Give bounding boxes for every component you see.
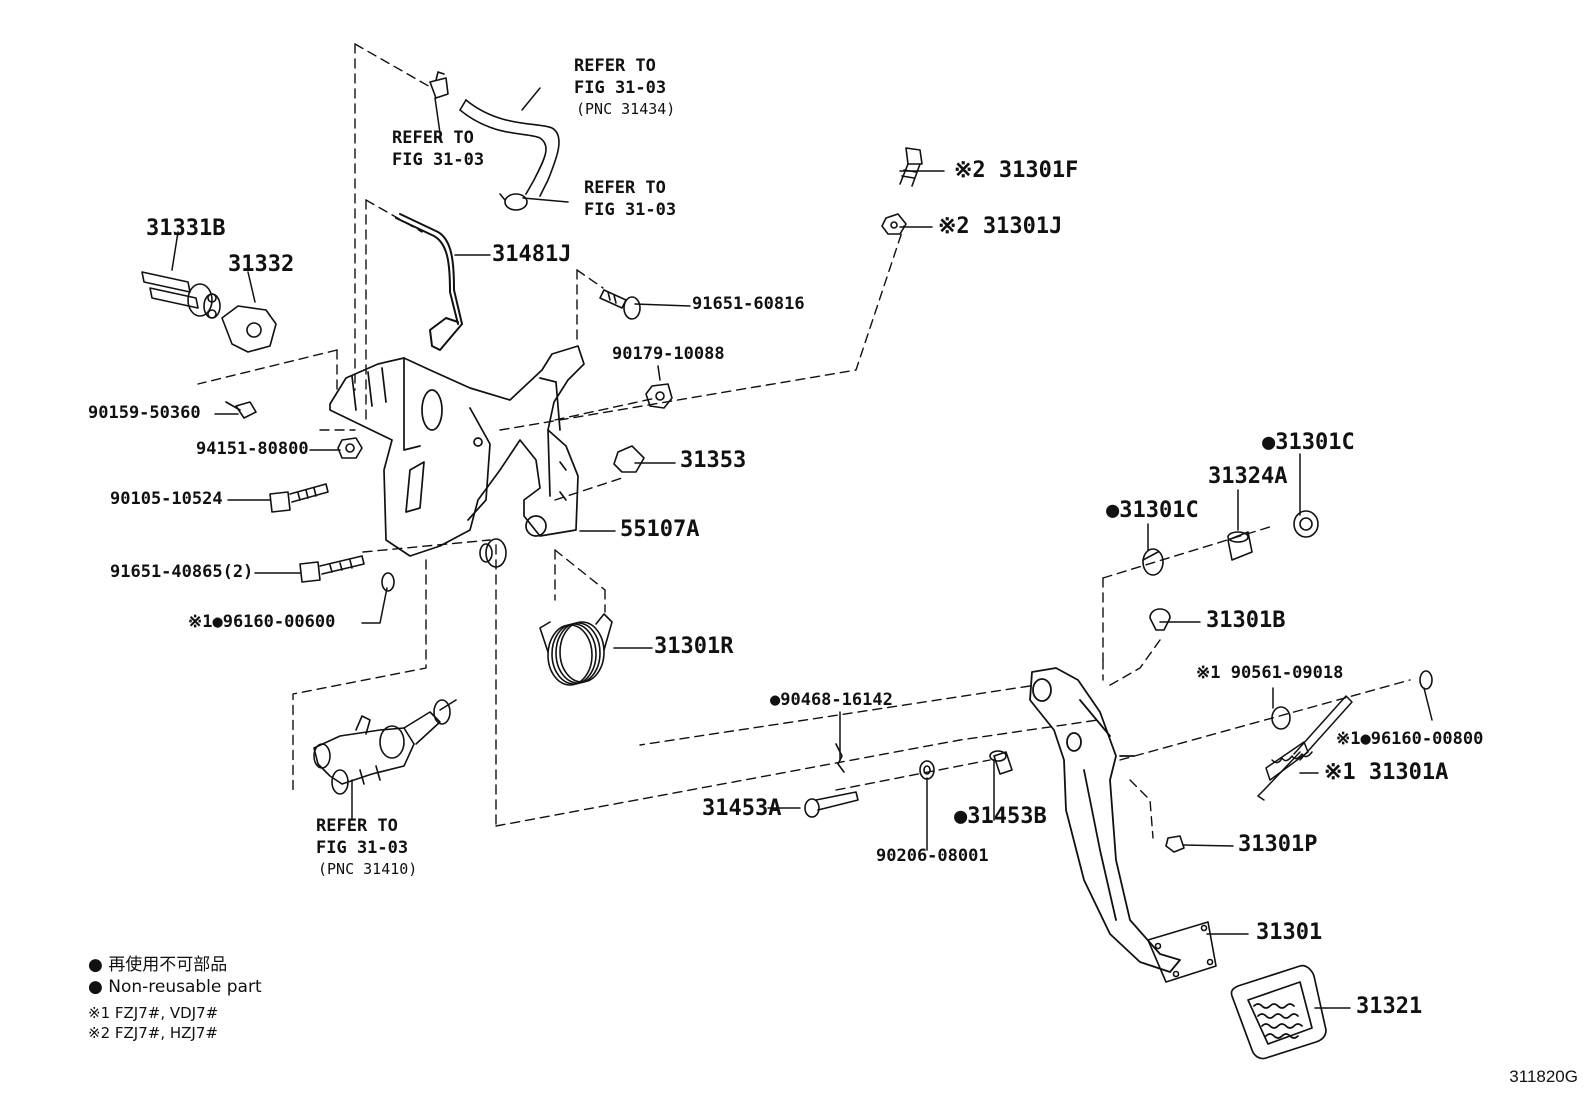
clevis-pin-31453A xyxy=(804,791,859,818)
clip-31353 xyxy=(613,445,645,473)
legend-line-1: ● 再使用不可部品 xyxy=(88,955,228,975)
label-31301A: ※1 31301A xyxy=(1324,760,1449,785)
nut-94151 xyxy=(337,437,363,459)
bushing-31301C-left xyxy=(1142,548,1164,576)
label-31332: 31332 xyxy=(228,252,295,277)
bolt-91651-40865 xyxy=(299,555,365,583)
refer-1-line-2: FIG 31-03 xyxy=(574,78,667,98)
label-96160-00600: ※1●96160-00600 xyxy=(188,612,336,632)
label-90561-09018: ※1 90561-09018 xyxy=(1196,663,1344,683)
label-31301B: 31301B xyxy=(1206,608,1286,633)
label-31301F: ※2 31301F xyxy=(954,158,1079,183)
bushing-90561 xyxy=(1271,706,1291,730)
label-31453A: 31453A xyxy=(702,796,782,821)
leader-lines xyxy=(171,87,1433,1009)
bolt-31301F xyxy=(899,147,923,187)
refer-4-line-1: REFER TO xyxy=(316,816,398,836)
washer-90206 xyxy=(919,760,935,780)
label-31481J: 31481J xyxy=(492,242,572,267)
bolt-90105 xyxy=(269,483,329,513)
label-94151-80800: 94151-80800 xyxy=(196,439,309,459)
assist-spring-31301A xyxy=(1257,695,1353,801)
cotter-pin-90468 xyxy=(835,743,845,773)
label-31353: 31353 xyxy=(680,448,747,473)
hose-clamp xyxy=(499,193,528,211)
bolt-90159 xyxy=(225,401,257,419)
label-31301P: 31301P xyxy=(1238,832,1318,857)
label-91651-60816: 91651-60816 xyxy=(692,294,805,314)
reservoir-hose xyxy=(459,99,560,197)
clip-31301P xyxy=(1165,835,1185,853)
label-31301R: 31301R xyxy=(654,634,734,659)
label-31301C-left: ●31301C xyxy=(1106,498,1199,523)
pivot-collar xyxy=(479,538,507,568)
pedal-pad xyxy=(1147,921,1217,983)
label-31453B: ●31453B xyxy=(954,804,1047,829)
label-91651-40865: 91651-40865(2) xyxy=(110,562,254,582)
legend-line-4: ※2 FZJ7#, HZJ7# xyxy=(88,1024,218,1042)
cushion-31301B xyxy=(1149,608,1171,631)
label-31301C-right: ●31301C xyxy=(1262,430,1355,455)
refer-4-line-2: FIG 31-03 xyxy=(316,838,409,858)
pushrod-31481J xyxy=(395,213,463,351)
refer-2-line-1: REFER TO xyxy=(392,128,474,148)
label-31301J: ※2 31301J xyxy=(938,214,1063,239)
legend-line-2: ● Non-reusable part xyxy=(88,977,262,997)
bolt-91651-60816 xyxy=(599,289,641,320)
label-90468-16142: ●90468-16142 xyxy=(770,690,893,710)
nut-90179 xyxy=(645,383,673,409)
pedal-pad-cover xyxy=(1230,964,1327,1060)
collar-31324A xyxy=(1227,531,1253,561)
bushing-31301C-right xyxy=(1293,510,1319,538)
label-90105-10524: 90105-10524 xyxy=(110,489,223,509)
label-31324A: 31324A xyxy=(1208,464,1288,489)
refer-3-line-2: FIG 31-03 xyxy=(584,200,677,220)
bolt-31331B xyxy=(141,271,221,319)
refer-1-line-3: (PNC 31434) xyxy=(576,100,676,118)
refer-3-line-1: REFER TO xyxy=(584,178,666,198)
legend-line-3: ※1 FZJ7#, VDJ7# xyxy=(88,1004,219,1022)
label-90179-10088: 90179-10088 xyxy=(612,344,725,364)
label-31301: 31301 xyxy=(1256,920,1323,945)
master-cylinder xyxy=(313,699,457,795)
label-90159-50360: 90159-50360 xyxy=(88,403,201,423)
refer-4-line-3: (PNC 31410) xyxy=(318,860,418,878)
refer-2-line-2: FIG 31-03 xyxy=(392,150,485,170)
washer-96160-00800 xyxy=(1419,670,1433,690)
nut-31301J xyxy=(881,213,907,235)
label-90206-08001: 90206-08001 xyxy=(876,846,989,866)
pedal-bracket xyxy=(329,345,585,557)
washer-96160-00600 xyxy=(381,572,395,592)
bracket-31332 xyxy=(221,305,277,353)
assembly-dashed-lines xyxy=(197,43,1411,839)
label-31321: 31321 xyxy=(1356,994,1423,1019)
clutch-pedal-arm xyxy=(1029,667,1181,973)
label-96160-00800: ※1●96160-00800 xyxy=(1336,729,1484,749)
clip-top xyxy=(429,71,449,99)
refer-1-line-1: REFER TO xyxy=(574,56,656,76)
label-55107A: 55107A xyxy=(620,517,700,542)
figure-code: 311820G xyxy=(1509,1067,1578,1086)
bushing-31453B xyxy=(989,750,1013,775)
label-31331B: 31331B xyxy=(146,216,226,241)
spring-31301R xyxy=(539,613,613,686)
